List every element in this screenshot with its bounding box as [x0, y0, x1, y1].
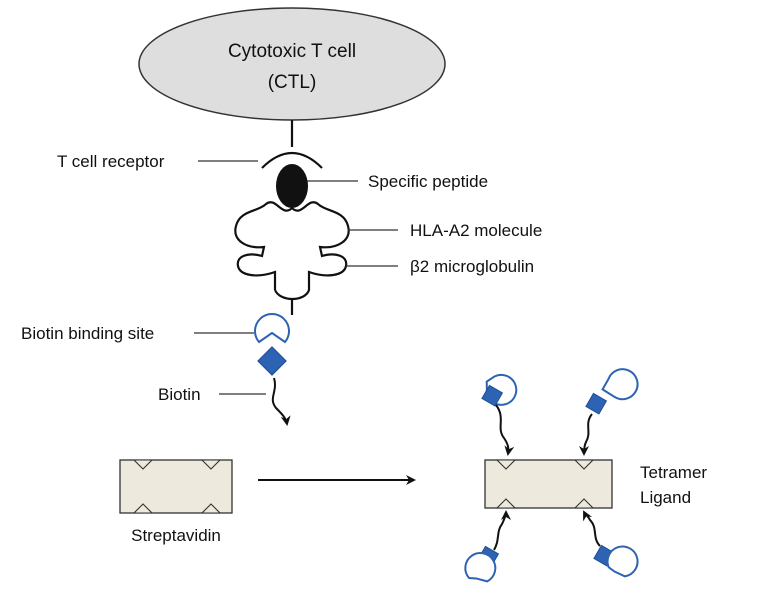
- hla-a2-molecule-shape: [234, 201, 350, 301]
- cell-subtitle: (CTL): [268, 72, 317, 93]
- label-t-cell-receptor: T cell receptor: [57, 152, 165, 171]
- biotin-arrow: [271, 377, 291, 426]
- ligand-top-left: [481, 373, 518, 456]
- ligand-top-right: [579, 368, 639, 456]
- label-b2-microglobulin: β2 microglobulin: [410, 257, 534, 276]
- ligand-bottom-right: [583, 510, 639, 578]
- ligand-bottom-left: [464, 510, 511, 583]
- specific-peptide-shape: [276, 164, 308, 208]
- cytotoxic-t-cell: Cytotoxic T cell (CTL): [138, 7, 446, 121]
- tetramer-box: [484, 459, 613, 509]
- biotin-binding-site-shape: [254, 313, 290, 344]
- label-biotin: Biotin: [158, 385, 201, 404]
- label-hla-a2: HLA-A2 molecule: [410, 221, 542, 240]
- label-tetramer: Tetramer: [640, 463, 707, 482]
- label-streptavidin: Streptavidin: [131, 526, 221, 545]
- cell-title: Cytotoxic T cell: [228, 41, 356, 62]
- streptavidin-box: [119, 459, 233, 514]
- label-ligand: Ligand: [640, 488, 691, 507]
- cell-ellipse: [138, 7, 446, 121]
- label-biotin-binding-site: Biotin binding site: [21, 324, 154, 343]
- biotin-shape: [257, 346, 287, 376]
- label-specific-peptide: Specific peptide: [368, 172, 488, 191]
- t-cell-receptor-shape: [261, 152, 323, 169]
